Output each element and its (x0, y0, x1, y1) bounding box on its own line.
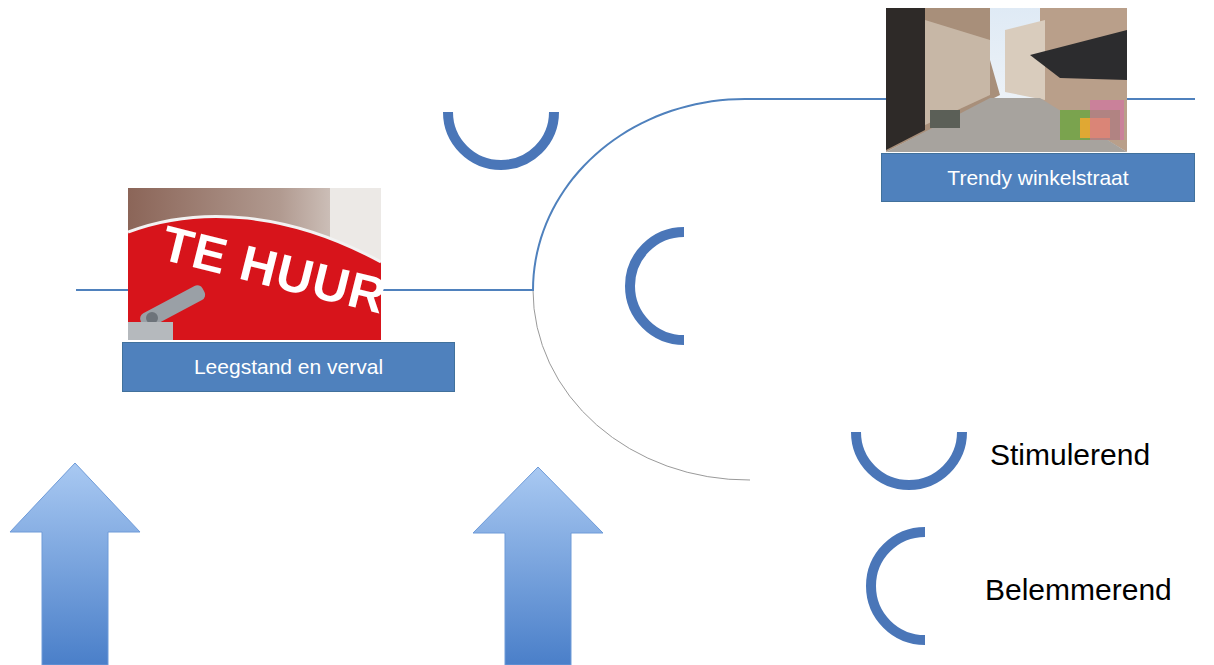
main-line-stub (76, 289, 128, 291)
node-caption: Leegstand en verval (122, 342, 455, 392)
stimulating-symbol (448, 112, 554, 165)
main-line-stub (1127, 98, 1195, 100)
legend-symbol-path (871, 532, 925, 640)
legend-symbol (858, 525, 983, 650)
legend-symbol (850, 420, 975, 545)
force-arrow (473, 467, 603, 665)
legend-text: Stimulerend (990, 438, 1150, 472)
development-path (381, 99, 886, 290)
street-photo (886, 8, 1127, 152)
legend-entry: Belemmerend (858, 525, 1214, 650)
node-caption: Trendy winkelstraat (881, 153, 1195, 202)
legend-symbol-path (856, 432, 962, 485)
legend-text: Belemmerend (985, 573, 1172, 607)
legend-entry: Stimulerend (850, 420, 1210, 545)
photo-node: Trendy winkelstraat (886, 8, 1127, 152)
hindering-symbol (630, 232, 684, 340)
force-arrow (10, 463, 140, 665)
